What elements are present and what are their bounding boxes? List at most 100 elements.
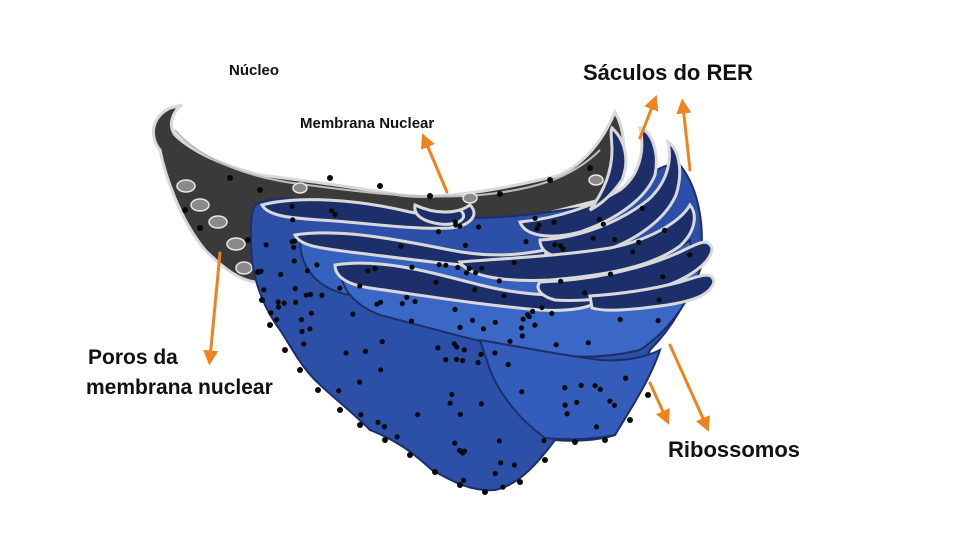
ribosome-dot xyxy=(291,244,297,250)
ribosome-dot xyxy=(274,317,280,323)
ribosome-dot xyxy=(379,339,385,345)
ribosome-dot xyxy=(398,243,404,249)
label-ribossomos: Ribossomos xyxy=(668,437,801,462)
ribosome-dot xyxy=(197,225,203,231)
ribosome-dot xyxy=(552,242,558,248)
ribosome-dot xyxy=(362,348,368,354)
ribosome-dot xyxy=(553,342,559,348)
ribosome-dot xyxy=(435,345,441,351)
ribosome-dot xyxy=(314,262,320,268)
ribosome-dot xyxy=(432,469,438,475)
ribosome-dot xyxy=(357,379,363,385)
ribosome-dot xyxy=(378,367,384,373)
ribosome-dot xyxy=(307,326,313,332)
ribosome-dot xyxy=(480,326,487,332)
ribosome-dot xyxy=(562,385,568,391)
ribosome-dot xyxy=(478,351,484,357)
ribosome-dot xyxy=(263,242,269,248)
er-fold-3 xyxy=(478,338,662,441)
ribosome-dot xyxy=(447,400,453,406)
ribosome-dot xyxy=(329,208,335,214)
ribosome-dot xyxy=(290,217,296,223)
ribosome-dot xyxy=(307,291,314,297)
ribosome-dot xyxy=(523,239,529,245)
ribosome-dot xyxy=(409,264,415,270)
ribosome-dot xyxy=(492,350,498,356)
ribosome-dot xyxy=(655,317,661,324)
ribosome-dot xyxy=(255,269,261,275)
nucleus-inner-membrane xyxy=(174,129,601,198)
ribosome-dot xyxy=(460,357,466,364)
ribosome-dot xyxy=(308,310,314,316)
ribosome-dot xyxy=(585,340,591,346)
arrow-saculos-1 xyxy=(638,95,659,140)
ribosome-dot xyxy=(409,318,415,324)
arrow-poros xyxy=(203,251,222,366)
ribosome-dot xyxy=(636,239,642,245)
ribosome-dot xyxy=(574,399,580,405)
ribosome-dot xyxy=(582,290,588,296)
ribosome-dot xyxy=(578,382,584,388)
ribosome-dot xyxy=(542,457,548,463)
ribosome-dot xyxy=(497,191,503,197)
ribosome-dot xyxy=(457,447,463,454)
ribosome-dot xyxy=(479,265,485,271)
ribosome-dot xyxy=(645,392,651,398)
ribosomes xyxy=(182,165,693,495)
ribosome-dot xyxy=(623,375,629,381)
label-membrana-nuclear: Membrana Nuclear xyxy=(300,115,435,132)
ribosome-dot xyxy=(660,274,666,280)
ribosome-dot xyxy=(259,297,265,303)
ribosome-dot xyxy=(457,482,463,488)
ribosome-dot xyxy=(327,175,333,181)
ribosome-dot xyxy=(377,183,383,189)
arrow-membrana-nuclear xyxy=(421,133,449,194)
ribosome-dot xyxy=(597,386,603,392)
ribosome-dot xyxy=(453,222,459,228)
ribosome-dot xyxy=(455,264,461,271)
ribosome-dot xyxy=(507,338,513,344)
ribosome-dot xyxy=(630,249,636,255)
ribosome-dot xyxy=(469,317,476,323)
label-poros-line2: membrana nuclear xyxy=(86,376,273,399)
ribosome-dot xyxy=(496,278,502,284)
ribosome-dot xyxy=(607,398,613,404)
ribosome-dot xyxy=(315,387,321,393)
ribosome-dot xyxy=(656,297,662,303)
ribosome-dot xyxy=(590,235,596,241)
ribosome-dot xyxy=(304,268,311,274)
ribosome-dot xyxy=(461,477,467,483)
ribosome-dot xyxy=(182,207,188,213)
ribosome-dot xyxy=(319,292,325,298)
ribosome-dot xyxy=(298,317,304,323)
ribosome-dot xyxy=(519,389,525,395)
ribosome-dot xyxy=(517,479,523,485)
ribosome-dot xyxy=(457,411,463,417)
ribosome-dot xyxy=(612,237,618,243)
ribosome-dot xyxy=(303,292,309,298)
ribosome-dot xyxy=(301,341,307,347)
ribosome-dot xyxy=(337,285,343,291)
ribosome-dot xyxy=(291,258,297,264)
ribosome-dot xyxy=(539,304,545,311)
ribosome-dot xyxy=(500,484,506,490)
ribosome-dot xyxy=(267,322,273,328)
ribosome-dot xyxy=(452,306,458,312)
ribosome-dot xyxy=(375,419,381,425)
ribosome-dot xyxy=(475,360,481,366)
ribosome-dot xyxy=(511,462,517,468)
ribosome-dot xyxy=(478,401,484,407)
ribosome-dot xyxy=(227,175,233,181)
ribosome-dot xyxy=(519,333,525,339)
ribosome-dot xyxy=(473,270,479,276)
ribosome-dot xyxy=(281,300,287,306)
ribosome-dot xyxy=(257,187,263,193)
ribosome-dot xyxy=(399,301,405,307)
ribosome-dot xyxy=(551,219,557,225)
ribosome-dot xyxy=(466,265,472,272)
ribosome-dot xyxy=(343,350,349,356)
ribosome-dot xyxy=(436,262,442,268)
ribosome-dot xyxy=(289,239,295,245)
ribosome-dot xyxy=(394,434,400,440)
